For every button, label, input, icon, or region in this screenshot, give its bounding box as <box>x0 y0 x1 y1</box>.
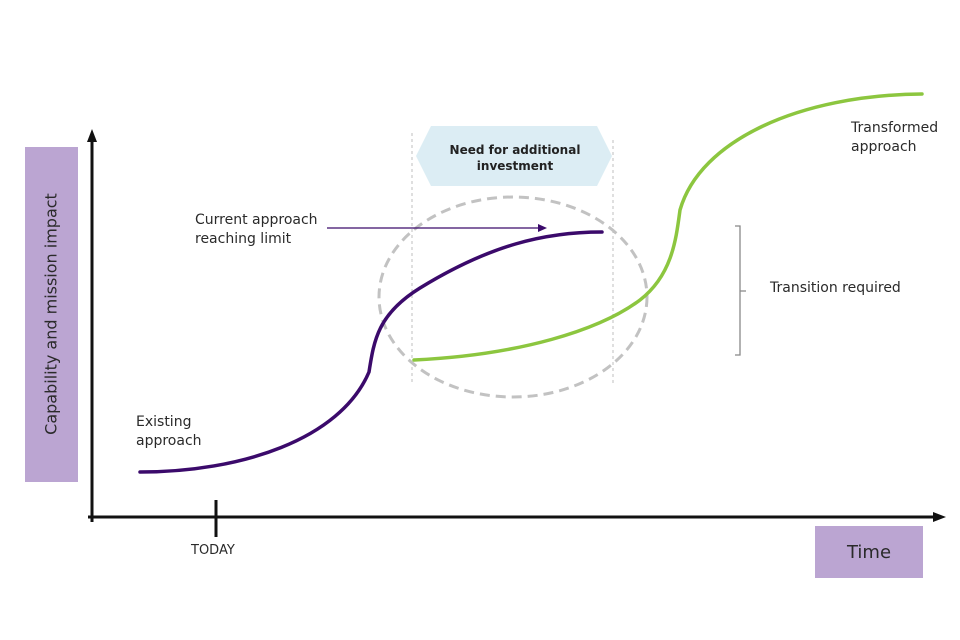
existing-approach-label: Existing approach <box>136 413 202 451</box>
limit-annotation: Current approach reaching limit <box>195 211 318 249</box>
investment-line1: Need for additional <box>449 143 581 157</box>
x-axis-label: Time <box>815 526 923 578</box>
transition-bracket <box>735 225 746 356</box>
existing-label-line2: approach <box>136 433 202 449</box>
existing-label-line1: Existing <box>136 414 192 430</box>
existing-approach-curve <box>138 230 604 474</box>
x-axis-arrowhead <box>933 512 946 522</box>
y-axis-label-box <box>25 147 78 482</box>
y-axis-label: Capability and mission impact <box>41 193 61 435</box>
limit-line2: reaching limit <box>195 231 292 247</box>
limit-pointer-arrowhead <box>538 224 547 232</box>
transformed-label-line1: Transformed <box>851 120 939 136</box>
y-axis-arrowhead <box>87 129 97 142</box>
transition-annotation: Transition required <box>770 280 901 296</box>
transformed-label-line2: approach <box>851 139 917 155</box>
limit-line1: Current approach <box>195 212 318 228</box>
transformed-approach-curve <box>412 92 924 362</box>
today-label: TODAY <box>191 543 235 558</box>
transition-ellipse <box>377 195 649 399</box>
investment-hexagon <box>416 126 612 186</box>
transformed-approach-label: Transformed approach <box>851 119 938 157</box>
investment-annotation: Need for additional investment <box>415 142 615 174</box>
investment-line2: investment <box>476 159 554 173</box>
